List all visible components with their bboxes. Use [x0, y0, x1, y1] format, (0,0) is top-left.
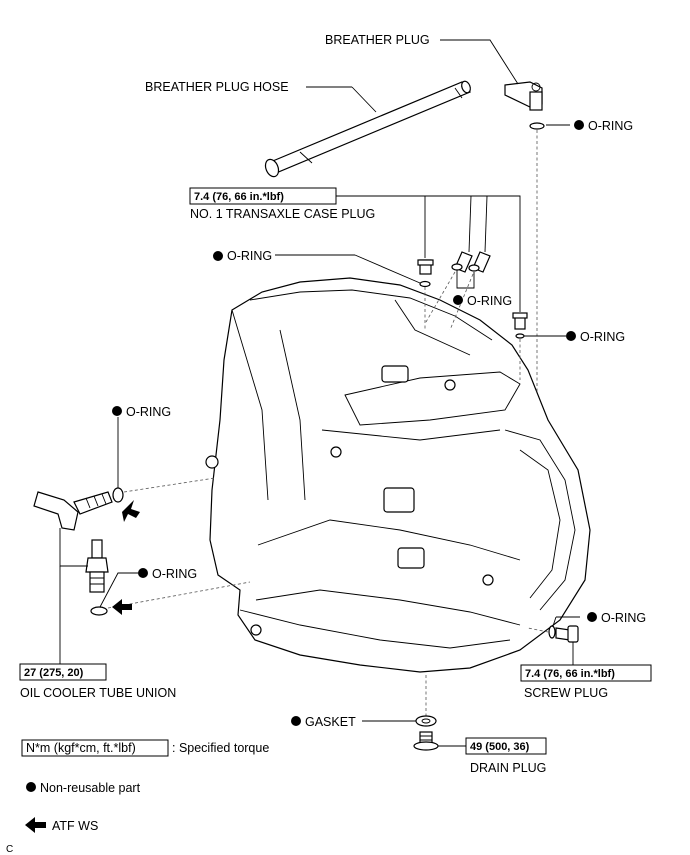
- torque-screw-plug: 7.4 (76, 66 in.*lbf): [525, 668, 615, 680]
- non-reusable-dot-7: [587, 612, 597, 622]
- case-plug-2-o-ring: [451, 263, 463, 271]
- o-ring-leader-3: [456, 270, 475, 289]
- union-o-ring-upper: [112, 487, 124, 503]
- case-plug-4-o-ring: [515, 333, 525, 339]
- legend-non-reusable-dot: [26, 782, 36, 792]
- case-plug-3-o-ring: [468, 264, 480, 272]
- label-o-ring-5: O-RING: [126, 405, 171, 419]
- label-o-ring-3: O-RING: [467, 294, 512, 308]
- non-reusable-dot-3: [453, 295, 463, 305]
- legend-torque-text: : Specified torque: [172, 741, 269, 755]
- label-drain-plug: DRAIN PLUG: [470, 761, 546, 775]
- label-o-ring-7: O-RING: [601, 611, 646, 625]
- non-reusable-dot-5: [112, 406, 122, 416]
- label-breather-plug-hose: BREATHER PLUG HOSE: [145, 80, 289, 94]
- torque-box-screw-plug: [520, 664, 652, 682]
- screw-plug-o-ring: [548, 625, 556, 639]
- case-plug-bracket-2: [468, 195, 472, 253]
- atf-arrow-lower: [112, 599, 132, 615]
- case-plug-bracket-3: [484, 195, 488, 253]
- label-o-ring-4: O-RING: [580, 330, 625, 344]
- figure-code: C: [6, 844, 13, 855]
- non-reusable-dot-8: [291, 716, 301, 726]
- oil-cooler-union-elbow: [33, 491, 113, 531]
- case-plug-4: [512, 312, 528, 330]
- atf-arrow-upper: [122, 500, 140, 522]
- breather-o-ring: [529, 122, 545, 130]
- breather-plug-leader: [440, 39, 519, 85]
- torque-box-tube-union: [19, 663, 107, 681]
- transaxle-body: [205, 277, 591, 673]
- torque-box-case-plug: [189, 187, 337, 205]
- label-o-ring-6: O-RING: [152, 567, 197, 581]
- case-plug-1-o-ring: [419, 280, 431, 288]
- non-reusable-dot-6: [138, 568, 148, 578]
- label-o-ring-2: O-RING: [227, 249, 272, 263]
- non-reusable-dot-1: [574, 120, 584, 130]
- legend-atf: ATF WS: [52, 819, 98, 833]
- torque-tube-union: 27 (275, 20): [24, 667, 84, 679]
- o-ring-leader-6: [99, 572, 138, 608]
- non-reusable-dot-2: [213, 251, 223, 261]
- label-case-plug: NO. 1 TRANSAXLE CASE PLUG: [190, 207, 375, 221]
- union-o-ring-lower: [90, 606, 108, 616]
- drain-plug: [413, 731, 439, 751]
- screw-plug: [555, 625, 579, 643]
- label-screw-plug: SCREW PLUG: [524, 686, 608, 700]
- label-breather-plug: BREATHER PLUG: [325, 33, 430, 47]
- torque-drain-plug: 49 (500, 36): [470, 741, 530, 753]
- gasket: [415, 715, 437, 727]
- legend-non-reusable: Non-reusable part: [40, 781, 141, 795]
- label-oil-cooler-tube-union: OIL COOLER TUBE UNION: [20, 686, 176, 700]
- legend-torque-units: N*m (kgf*cm, ft.*lbf): [26, 741, 136, 755]
- legend-torque-box: [21, 739, 169, 757]
- torque-case-plug: 7.4 (76, 66 in.*lbf): [194, 191, 284, 203]
- non-reusable-dot-4: [566, 331, 576, 341]
- breather-plug: [504, 81, 543, 111]
- breather-plug-hose: [264, 80, 471, 178]
- case-plug-bracket-right: [336, 195, 521, 312]
- torque-box-drain-plug: [465, 737, 547, 755]
- o-ring-leader-2b: [354, 254, 421, 284]
- union-bracket-upper: [59, 528, 88, 567]
- label-o-ring-1: O-RING: [588, 119, 633, 133]
- breather-hose-leader: [351, 86, 377, 113]
- o-ring-leader-7b: [552, 616, 557, 627]
- legend-atf-arrow-icon: [25, 817, 46, 833]
- case-plug-1: [417, 259, 434, 275]
- oil-cooler-union-straight: [85, 539, 109, 593]
- label-gasket: GASKET: [305, 715, 356, 729]
